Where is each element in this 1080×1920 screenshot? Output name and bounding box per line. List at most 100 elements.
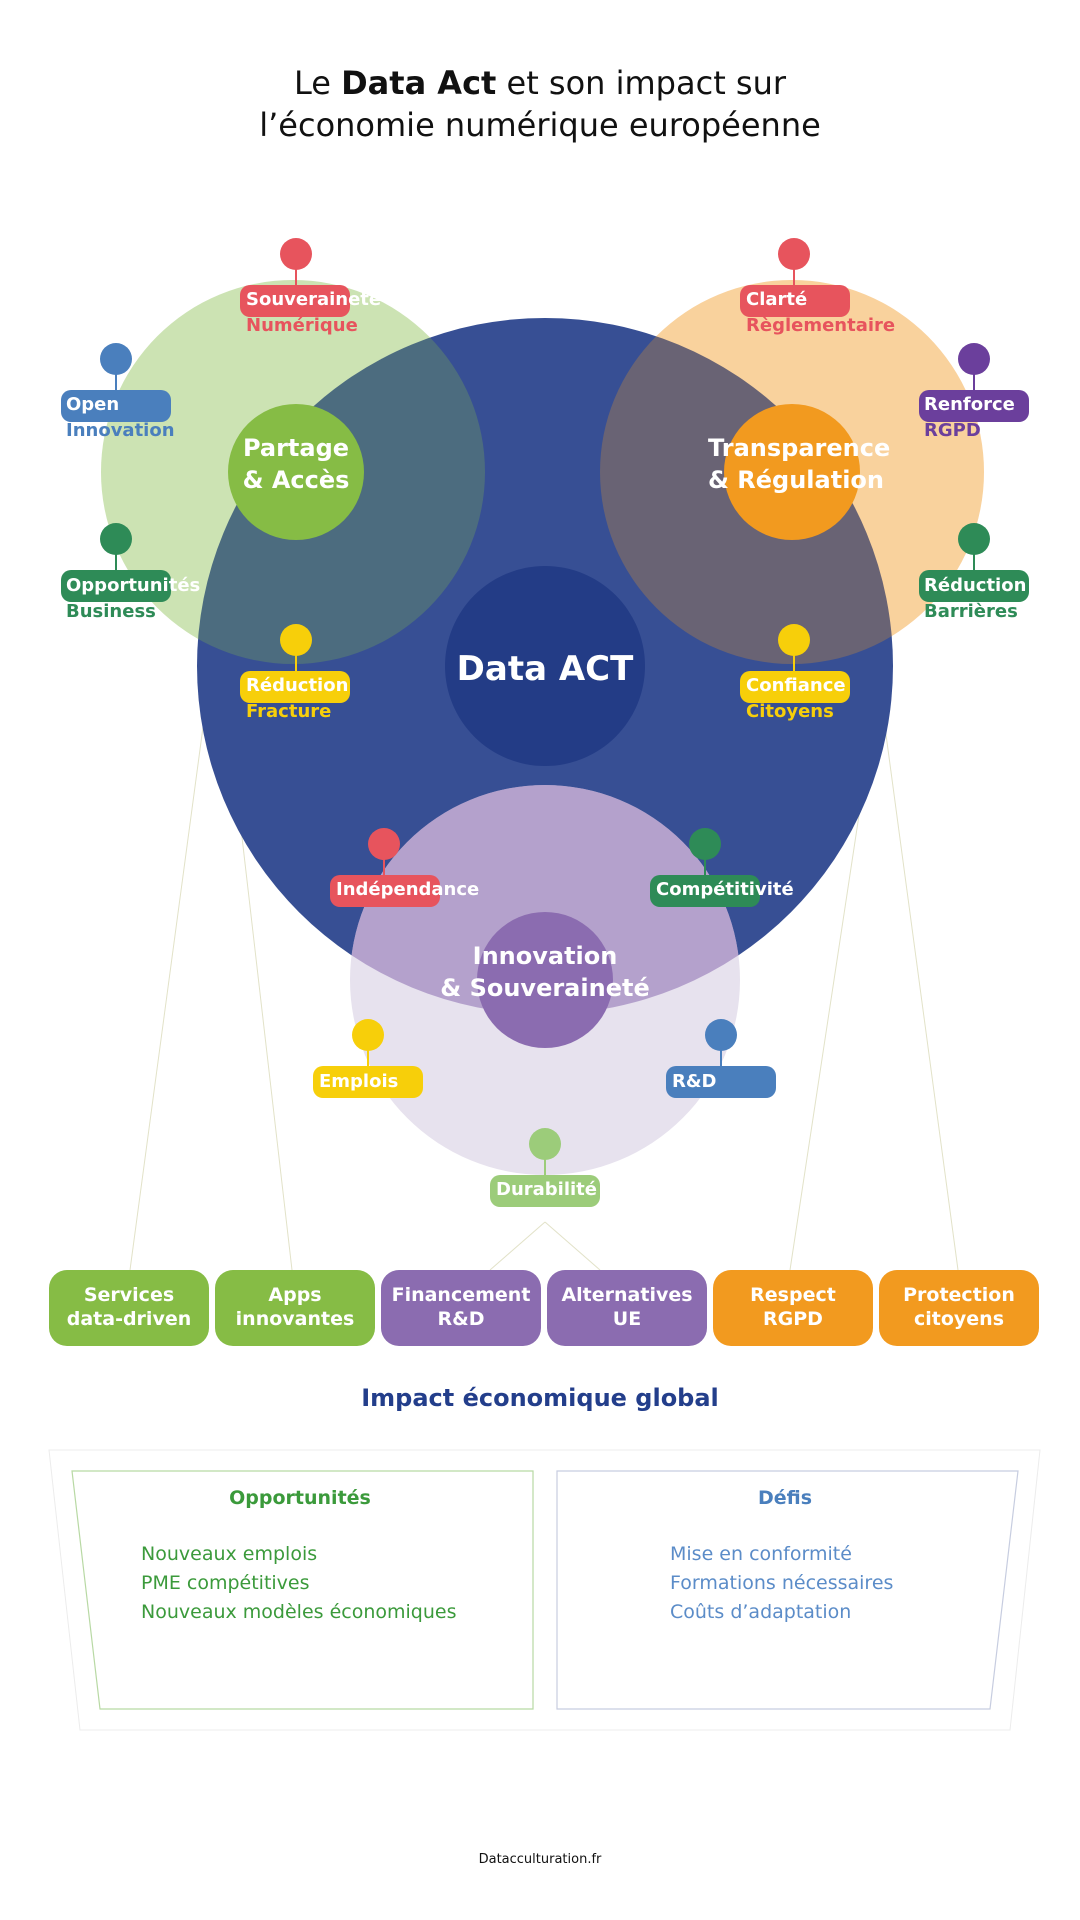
tag-pill-opportunites [61, 570, 171, 602]
tag-label-reduction-fracture: Réduction [246, 675, 348, 696]
tag-label-emplois: Emplois [319, 1071, 398, 1092]
outcome-label: RGPD [763, 1308, 823, 1330]
outcome-box [713, 1270, 873, 1346]
tag-dot-confiance [778, 624, 810, 656]
tag-pill-clarte [740, 285, 850, 317]
tag-label-durabilite: Durabilité [496, 1179, 597, 1200]
tag-label-open: Innovation [66, 420, 175, 441]
outcome-label: Respect [750, 1284, 836, 1306]
list-item: PME compétitives [141, 1572, 310, 1594]
center-label: Data ACT [457, 649, 634, 689]
tag-dot-durabilite [529, 1128, 561, 1160]
tag-label-opportunites: Business [66, 601, 156, 622]
tag-label-renforce: RGPD [924, 420, 981, 441]
challenges-title: Défis [757, 1487, 813, 1509]
tag-label-clarte: Clarté [746, 289, 807, 310]
tag-dot-reduction-barrieres [958, 523, 990, 555]
hub-transparence [724, 404, 860, 540]
impact-frame [48, 1449, 1041, 1731]
title-prefix: Le [293, 64, 342, 102]
challenges-panel [556, 1470, 1019, 1710]
tag-dot-rd [705, 1019, 737, 1051]
hub-label-innovation: Innovation [473, 942, 618, 970]
tag-label-reduction-barrieres: Réduction [924, 575, 1026, 596]
tag-pill-emplois [313, 1066, 423, 1098]
impact-title: Impact économique global [361, 1384, 719, 1412]
tag-dot-opportunites [100, 523, 132, 555]
tag-label-open: Open [66, 394, 119, 415]
outcome-box [215, 1270, 375, 1346]
list-item: Nouveaux emplois [141, 1543, 318, 1565]
connector-line [489, 1221, 546, 1271]
outcome-label: Alternatives [561, 1284, 692, 1306]
tag-pill-independance [330, 875, 440, 907]
tag-dot-clarte [778, 238, 810, 270]
tag-dot-souverainete [280, 238, 312, 270]
hub-label-innovation: & Souveraineté [440, 974, 649, 1002]
page-title: Le Data Act et son impact sur l’économie… [0, 62, 1080, 146]
title-strong: Data Act [341, 64, 497, 102]
tag-label-souverainete: Numérique [246, 315, 358, 336]
opportunities-panel [71, 1470, 534, 1710]
hub-partage [228, 404, 364, 540]
tag-pill-souverainete [240, 285, 350, 317]
tag-label-souverainete: Souveraineté [246, 289, 381, 310]
hub-label-partage: Partage [243, 434, 349, 462]
tag-label-rd: R&D [672, 1071, 717, 1092]
tag-label-reduction-fracture: Fracture [246, 701, 331, 722]
tag-dot-competitivite [689, 828, 721, 860]
hub-label-partage: & Accès [243, 466, 350, 494]
connector-line [879, 689, 959, 1271]
tag-pill-renforce [919, 390, 1029, 422]
tag-pill-reduction-fracture [240, 671, 350, 703]
outcome-label: UE [613, 1308, 641, 1330]
hub-label-transparence: Transparence [708, 434, 890, 462]
list-item: Nouveaux modèles économiques [141, 1601, 457, 1623]
list-item: Coûts d’adaptation [670, 1601, 852, 1623]
footer-credit: Datacculturation.fr [478, 1852, 602, 1867]
outcome-label: R&D [438, 1308, 485, 1330]
tag-pill-confiance [740, 671, 850, 703]
connector-line [129, 689, 209, 1271]
tag-label-reduction-barrieres: Barrières [924, 601, 1018, 622]
opportunities-list: Nouveaux emplois PME compétitives Nouvea… [141, 1540, 456, 1627]
outcome-label: Financement [392, 1284, 531, 1306]
outcome-label: Protection [903, 1284, 1015, 1306]
tag-pill-rd [666, 1066, 776, 1098]
outcome-box [879, 1270, 1039, 1346]
tag-dot-independance [368, 828, 400, 860]
tag-label-clarte: Règlementaire [746, 315, 895, 336]
tag-dot-open [100, 343, 132, 375]
outcome-label: Apps [268, 1284, 321, 1306]
list-item: Mise en conformité [670, 1543, 852, 1565]
tag-label-competitivite: Compétitivité [656, 879, 794, 900]
tag-label-confiance: Confiance [746, 675, 846, 696]
outcome-box [547, 1270, 707, 1346]
tag-pill-competitivite [650, 875, 760, 907]
outcome-label: Services [84, 1284, 174, 1306]
outcome-label: citoyens [914, 1308, 1004, 1330]
tag-label-independance: Indépendance [336, 879, 479, 900]
tag-pill-open [61, 390, 171, 422]
hub-innovation [477, 912, 613, 1048]
outcome-label: data-driven [67, 1308, 192, 1330]
title-line2: l’économie numérique européenne [259, 106, 821, 144]
tag-dot-emplois [352, 1019, 384, 1051]
tag-label-confiance: Citoyens [746, 701, 834, 722]
outcome-box [381, 1270, 541, 1346]
hub-label-transparence: & Régulation [708, 466, 884, 494]
tag-label-renforce: Renforce [924, 394, 1015, 415]
tag-dot-reduction-fracture [280, 624, 312, 656]
tag-pill-durabilite [490, 1175, 600, 1207]
opportunities-title: Opportunités [229, 1487, 371, 1509]
tag-pill-reduction-barrieres [919, 570, 1029, 602]
list-item: Formations nécessaires [670, 1572, 894, 1594]
data-act-center [445, 566, 645, 766]
tag-dot-renforce [958, 343, 990, 375]
title-line1-rest: et son impact sur [496, 64, 787, 102]
outcome-box [49, 1270, 209, 1346]
outcome-label: innovantes [236, 1308, 355, 1330]
tag-label-opportunites: Opportunités [66, 575, 200, 596]
connector-line [544, 1221, 601, 1271]
